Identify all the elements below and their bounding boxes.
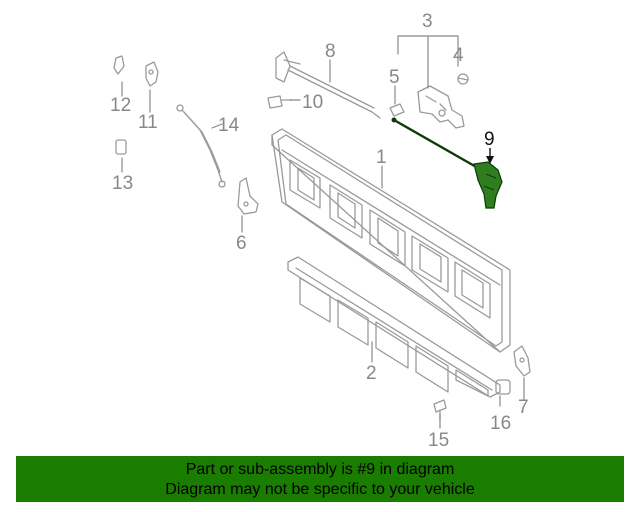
highlighted-part-9 [391,117,503,209]
callout-4: 4 [453,45,464,66]
bracket-part-7 [513,345,531,377]
bumper-part-10 [267,95,293,109]
control-rod [275,51,381,119]
latch-bolt [457,73,469,85]
callout-7: 7 [518,397,529,418]
callout-11: 11 [138,112,158,133]
leader-lines [121,35,525,429]
callout-6: 6 [236,233,247,254]
hinge-part-12 [113,55,125,75]
callout-3: 3 [422,11,433,32]
tailgate-inner-panel [271,128,511,353]
info-banner: Part or sub-assembly is #9 in diagram Di… [16,456,624,502]
callout-12: 12 [110,95,132,116]
nut-part-16 [495,379,511,395]
hinge-part-11 [145,61,159,87]
tailgate-outer-panel [287,256,501,398]
parts-diagram [113,35,531,429]
latch-assembly [417,85,465,129]
callout-13: 13 [112,173,134,194]
banner-line-2: Diagram may not be specific to your vehi… [165,481,475,498]
callout-1: 1 [376,147,387,168]
callout-8: 8 [325,41,336,62]
callout-16: 16 [490,413,512,434]
bracket-part-6 [237,177,259,215]
callout-10: 10 [302,92,324,113]
support-cable [176,104,226,188]
callout-2: 2 [366,363,377,384]
callout-15: 15 [428,430,450,451]
callout-14: 14 [218,115,240,136]
retainer-clip [389,103,405,117]
callout-9: 9 [484,129,495,150]
plug-part-13 [115,139,127,155]
banner-line-1: Part or sub-assembly is #9 in diagram [185,461,455,478]
callout-5: 5 [389,67,400,88]
